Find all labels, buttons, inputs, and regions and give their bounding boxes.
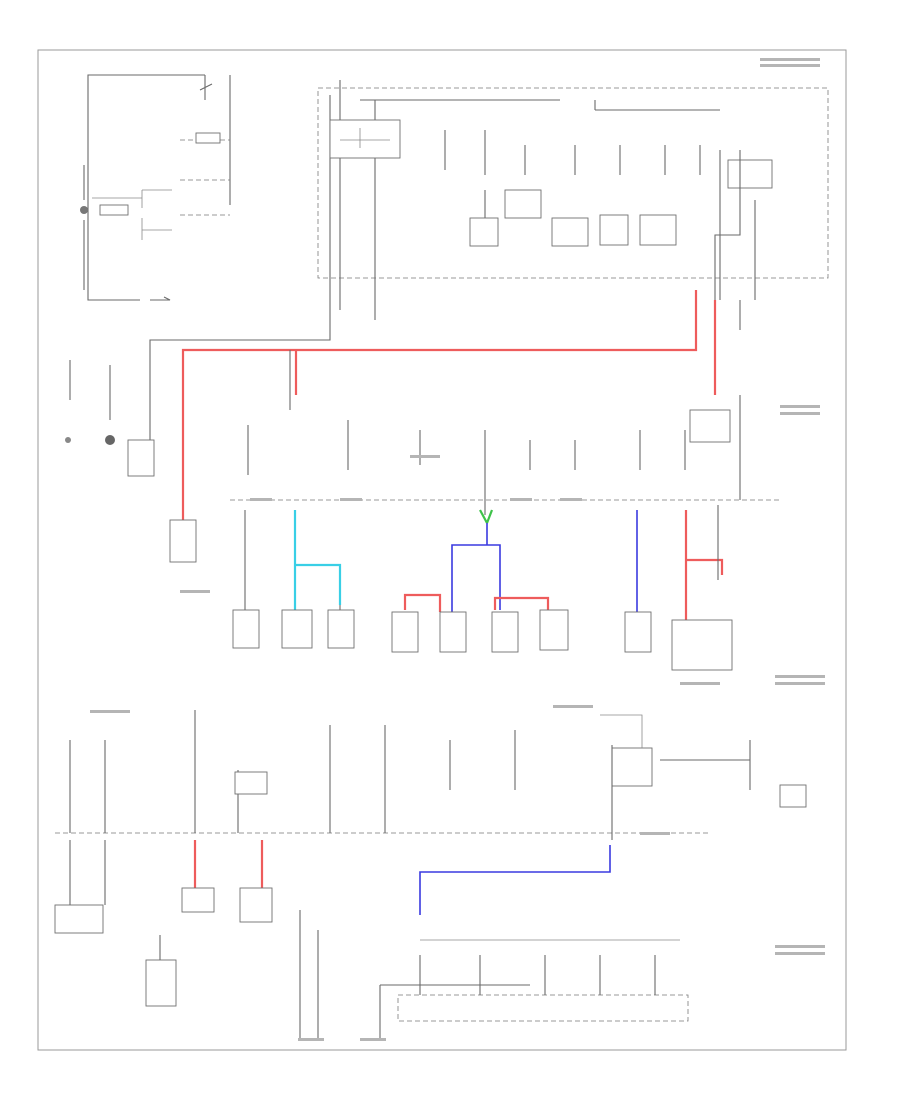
- dashboard-fuse-box: [169, 395, 780, 671]
- battery-ignition-section: [65, 74, 331, 477]
- ac-compressor-relay: [551, 217, 589, 247]
- diagram-border: [37, 49, 847, 1051]
- red-feed-wire: [181, 290, 698, 520]
- ac-condenser-fan-relay: [469, 217, 499, 247]
- blower-relay: [639, 214, 677, 246]
- interior-fuse-box: [54, 710, 807, 1040]
- under-hood-fuse-relay-box: [317, 80, 829, 340]
- battery-sensor-box: [127, 439, 155, 477]
- radiator-fan-relay: [599, 214, 629, 246]
- main-relay-box: [727, 159, 773, 189]
- illegible-labels: [90, 58, 825, 1041]
- ac-compressor-clutch-relay: [504, 189, 542, 219]
- battery-ground-symbol: [80, 206, 88, 214]
